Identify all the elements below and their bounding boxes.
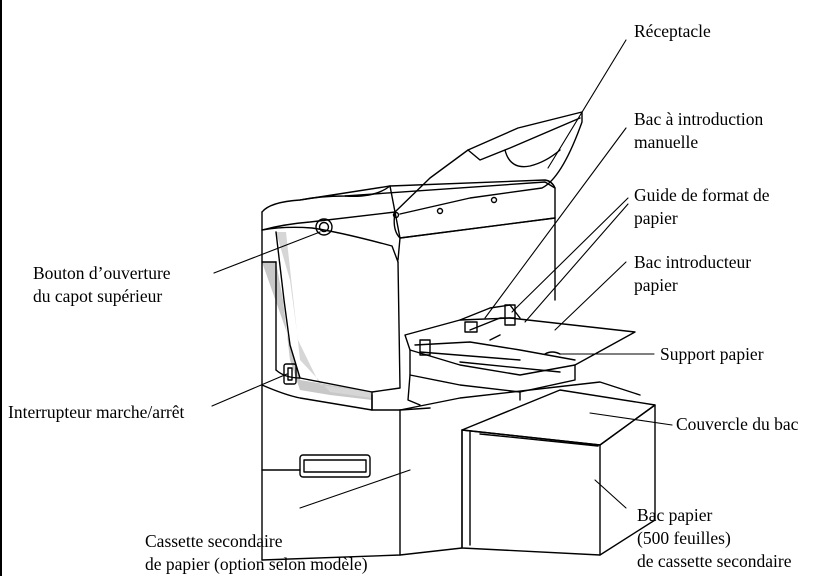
leader-top-button bbox=[213, 231, 321, 274]
leader-tray-cover bbox=[589, 412, 673, 426]
top-cover-button-icon bbox=[315, 218, 333, 236]
leader-secondary-cassette bbox=[299, 469, 411, 509]
frame-border bbox=[0, 0, 2, 576]
printer-body bbox=[261, 179, 556, 561]
label-paper-tray: Bac papier (500 feuilles) de cassette se… bbox=[637, 505, 792, 571]
leader-manual-feed bbox=[484, 127, 627, 319]
receptacle-shape bbox=[392, 111, 583, 219]
label-manual-feed-tray: Bac à introduction manuelle bbox=[634, 109, 764, 152]
leader-paper-feed bbox=[554, 261, 627, 331]
leader-receptacle bbox=[547, 39, 627, 169]
leader-size-guide-2 bbox=[524, 203, 629, 323]
leader-paper-tray bbox=[594, 479, 627, 509]
cassette-handle-icon bbox=[299, 454, 371, 478]
label-secondary-cassette: Cassette secondaire de papier (option se… bbox=[145, 531, 368, 574]
label-power-switch: Interrupteur marche/arrêt bbox=[8, 402, 185, 422]
leader-power-switch bbox=[211, 373, 288, 407]
feed-trays bbox=[404, 304, 636, 406]
label-receptacle: Réceptacle bbox=[634, 21, 711, 41]
front-shading bbox=[276, 232, 372, 398]
label-paper-support: Support papier bbox=[660, 344, 764, 364]
label-paper-size-guide: Guide de format de papier bbox=[634, 185, 770, 228]
label-paper-feed-tray: Bac introducteur papier bbox=[634, 252, 752, 295]
leader-lines bbox=[211, 39, 673, 509]
leader-size-guide-1 bbox=[511, 197, 629, 313]
left-side-shading bbox=[262, 262, 372, 400]
paper-tray-shape bbox=[461, 389, 656, 556]
label-tray-cover: Couvercle du bac bbox=[676, 414, 799, 434]
power-switch-icon bbox=[283, 363, 297, 385]
label-top-cover-button: Bouton d’ouverture du capot supérieur bbox=[33, 263, 171, 306]
